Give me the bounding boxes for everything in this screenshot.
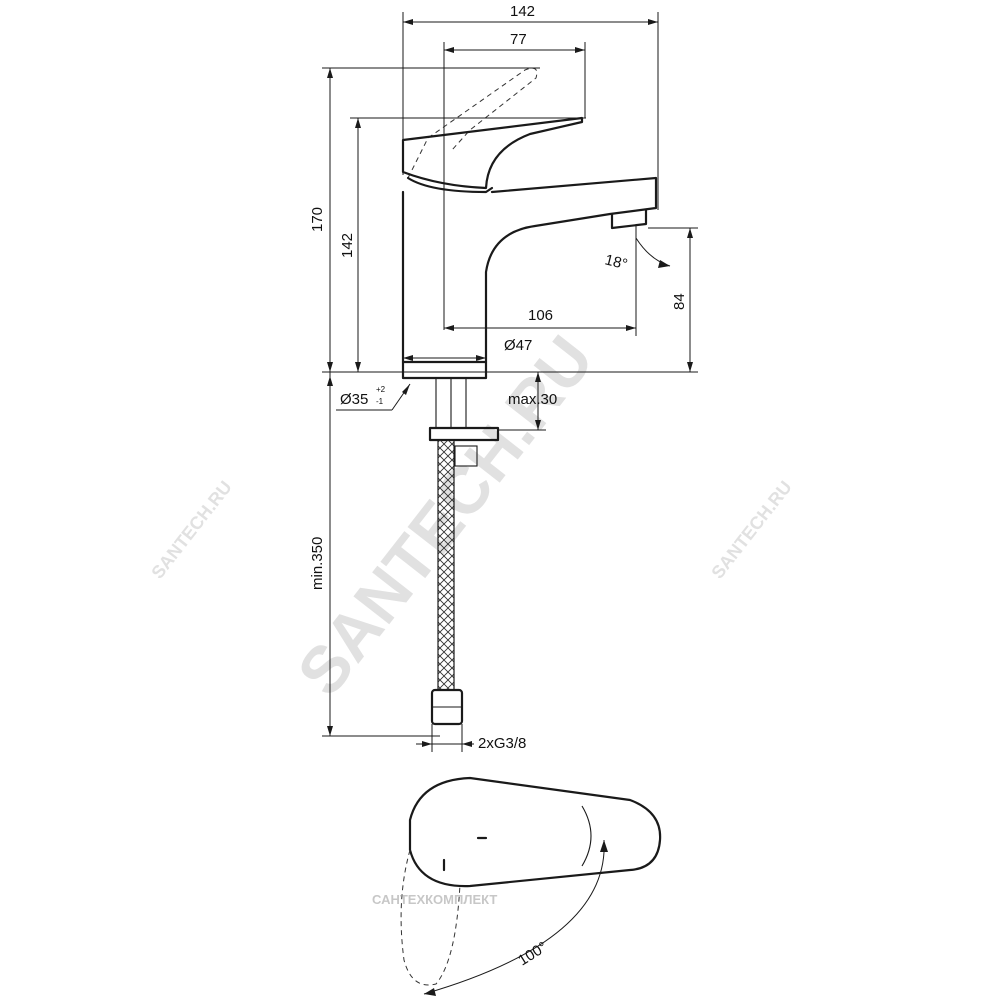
dim-hole-diameter: Ø35: [340, 391, 368, 408]
dim-max-deck-thickness: max.30: [508, 391, 557, 408]
dim-spout-height: 84: [671, 293, 688, 310]
base-plate: [401, 360, 488, 380]
dim-hole-tol-plus: +2: [376, 385, 386, 394]
aerator: [610, 208, 648, 230]
braided-hose: [437, 439, 455, 691]
faucet-body: [401, 176, 658, 364]
faucet-side-view: [401, 67, 658, 380]
dim-connection: 2xG3/8: [478, 735, 526, 752]
dim-overall-depth: 142: [510, 3, 535, 20]
watermark-layer: SANTECH.RU SANTECH.RU SANTECH.RU: [147, 322, 795, 709]
lever-top-view: 100° САНТЕХКОМПЛЕКТ: [372, 776, 662, 996]
lever-top-inner-edge: [581, 805, 592, 867]
mounting-plate: [428, 426, 500, 442]
dimension-lines: [322, 12, 698, 752]
watermark-left: SANTECH.RU: [147, 477, 235, 582]
arrowheads: [327, 19, 693, 747]
dim-spout-angle: 18°: [603, 251, 629, 273]
dim-lever-reach: 77: [510, 31, 527, 48]
dimension-labels: 142 77 170 142 106 Ø47 84 18° Ø35 +2 -1 …: [309, 3, 688, 752]
dim-body-height: 142: [339, 233, 356, 258]
mounting-nut: [454, 445, 478, 467]
dim-spout-projection: 106: [528, 307, 553, 324]
lever: [401, 116, 584, 190]
dim-lever-rotation: 100°: [515, 939, 550, 970]
watermark-right: SANTECH.RU: [707, 477, 795, 582]
connection-hardware: [428, 377, 500, 726]
rotation-arc: [423, 839, 605, 995]
lever-rotated-outline: [400, 849, 461, 986]
dim-base-diameter: Ø47: [504, 337, 532, 354]
dim-hole-tol-minus: -1: [376, 397, 384, 406]
lever-lower-edge: [406, 176, 494, 194]
dim-max-height: 170: [309, 207, 326, 232]
watermark-company: САНТЕХКОМПЛЕКТ: [372, 892, 497, 907]
dim-hose-length: min.350: [309, 537, 326, 590]
lever-top-outline: [408, 776, 662, 888]
lever-raised-outline: [407, 67, 538, 179]
